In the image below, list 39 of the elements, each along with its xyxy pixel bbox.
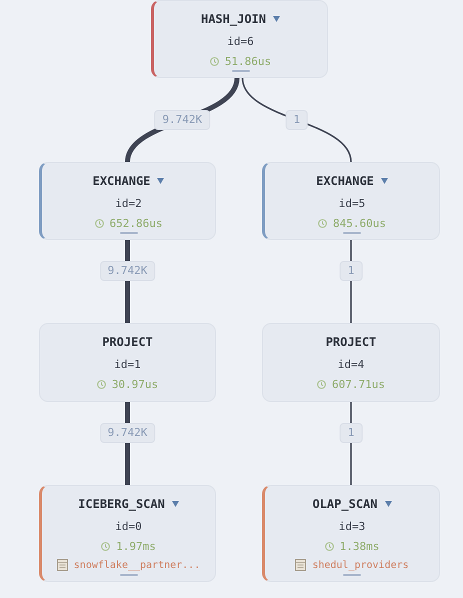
operator-title: ICEBERG_SCAN (78, 497, 165, 511)
edge-label: 1 (285, 110, 308, 130)
operator-node (262, 485, 440, 582)
operator-node (39, 162, 216, 240)
connector-line (350, 402, 352, 485)
table-name-text: shedul_providers (312, 560, 409, 570)
node-id-text: id=3 (338, 520, 366, 532)
table-name-text: snowflake__partner... (74, 560, 200, 570)
edge-label: 9.742K (100, 260, 156, 281)
duration-text: 1.97ms (116, 540, 156, 552)
node-id-text: id=2 (115, 196, 142, 210)
edge-label: 9.742K (154, 110, 210, 130)
node-id-text: id=1 (114, 358, 141, 370)
duration-text: 51.86us (224, 54, 272, 68)
duration-text: 1.38ms (340, 540, 380, 552)
operator-title: EXCHANGE (316, 174, 374, 188)
duration-text: 652.86us (110, 216, 162, 230)
operator-title: HASH_JOIN (200, 12, 266, 26)
node-id-text: id=4 (338, 358, 364, 370)
connector-line (242, 78, 352, 162)
operator-title: PROJECT (326, 335, 376, 349)
operator-title: OLAP_SCAN (312, 497, 378, 511)
edge-label: 1 (340, 422, 362, 443)
duration-text: 845.60us (333, 216, 386, 230)
operator-node (39, 485, 216, 582)
connector-line (350, 240, 352, 323)
edge-label: 9.742K (100, 422, 156, 443)
node-id-text: id=0 (115, 520, 142, 532)
node-id-text: id=6 (227, 34, 254, 48)
operator-node (39, 323, 216, 402)
node-id-text: id=5 (338, 196, 366, 210)
duration-text: 30.97us (112, 378, 158, 390)
operator-node (262, 162, 440, 240)
operator-title: EXCHANGE (92, 174, 150, 188)
duration-text: 607.71us (332, 378, 385, 390)
edge-label: 1 (340, 260, 362, 281)
operator-title: PROJECT (102, 335, 153, 349)
operator-node (151, 0, 328, 78)
operator-node (262, 323, 440, 402)
